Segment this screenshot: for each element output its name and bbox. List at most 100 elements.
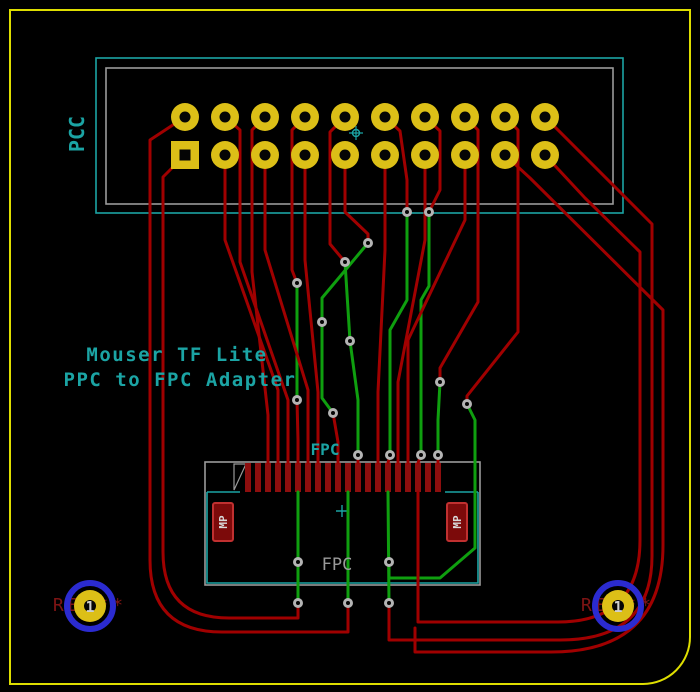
via[interactable]	[328, 408, 338, 418]
pth-pad[interactable]	[371, 103, 399, 131]
trace-front-copper[interactable]	[413, 153, 665, 654]
via-group	[292, 207, 472, 608]
fpc-pad[interactable]	[315, 463, 321, 492]
board-title-line1[interactable]: Mouser TF Lite	[86, 344, 267, 366]
via[interactable]	[424, 207, 434, 217]
via[interactable]	[340, 257, 350, 267]
fpc-pad[interactable]	[325, 463, 331, 492]
pth-pad[interactable]	[171, 103, 199, 131]
trace-back-copper[interactable]	[388, 210, 409, 457]
via[interactable]	[402, 207, 412, 217]
pcc-fab-outline[interactable]	[105, 67, 614, 205]
fpc-pad[interactable]	[405, 463, 411, 492]
board-outline[interactable]	[9, 9, 691, 685]
trace-front-copper[interactable]	[376, 153, 387, 465]
mp-pad[interactable]	[446, 502, 468, 542]
fpc-pad[interactable]	[355, 463, 361, 492]
pth-pad[interactable]	[491, 103, 519, 131]
via[interactable]	[293, 598, 303, 608]
pcc-connector-label[interactable]: PCC	[65, 116, 89, 152]
fpc-pad[interactable]	[395, 463, 401, 492]
via[interactable]	[343, 598, 353, 608]
via[interactable]	[363, 238, 373, 248]
fpc-pad[interactable]	[275, 463, 281, 492]
trace-front-copper[interactable]	[406, 153, 467, 465]
pth-pad[interactable]	[491, 141, 519, 169]
via[interactable]	[293, 557, 303, 567]
via[interactable]	[462, 399, 472, 409]
trace-back-copper[interactable]	[436, 380, 442, 457]
via[interactable]	[292, 278, 302, 288]
mounting-hole[interactable]	[592, 580, 644, 632]
via[interactable]	[292, 395, 302, 405]
fpc-pad[interactable]	[265, 463, 271, 492]
fpc-pad[interactable]	[375, 463, 381, 492]
pth-pad[interactable]	[251, 141, 279, 169]
trace-front-copper[interactable]	[223, 153, 280, 465]
pth-pad[interactable]	[411, 141, 439, 169]
fpc-pad[interactable]	[365, 463, 371, 492]
pth-pad[interactable]	[411, 103, 439, 131]
pth-pad[interactable]	[451, 141, 479, 169]
via[interactable]	[353, 450, 363, 460]
trace-front-copper[interactable]	[303, 153, 320, 465]
via[interactable]	[435, 377, 445, 387]
mounting-hole[interactable]	[64, 580, 116, 632]
pth-pad[interactable]	[331, 141, 359, 169]
via[interactable]	[385, 450, 395, 460]
pth-pad[interactable]	[371, 141, 399, 169]
mp-pad[interactable]	[212, 502, 234, 542]
trace-front-copper[interactable]	[295, 398, 300, 465]
via[interactable]	[384, 598, 394, 608]
pad-hole	[419, 111, 431, 123]
trace-front-copper[interactable]	[161, 153, 300, 620]
board-title-line2[interactable]: PPC to FPC Adapter	[64, 369, 297, 391]
fpc-pad[interactable]	[305, 463, 311, 492]
pth-pad[interactable]	[291, 141, 319, 169]
trace-front-copper[interactable]	[328, 115, 347, 264]
pth-pad[interactable]	[171, 141, 199, 169]
pcc-silkscreen-outline[interactable]	[95, 57, 624, 214]
trace-front-copper[interactable]	[148, 115, 350, 634]
pth-pad[interactable]	[211, 103, 239, 131]
back-copper-traces	[295, 210, 477, 605]
fpc-pad[interactable]	[345, 463, 351, 492]
trace-back-copper[interactable]	[419, 210, 431, 457]
mounting-holes	[64, 580, 644, 632]
fpc-pad[interactable]	[425, 463, 431, 492]
pth-pad[interactable]	[451, 103, 479, 131]
trace-back-copper[interactable]	[386, 490, 391, 605]
fpc-fab-label[interactable]: FPC	[322, 555, 353, 575]
trace-back-copper[interactable]	[343, 260, 360, 457]
trace-front-copper[interactable]	[416, 153, 642, 624]
fpc-silkscreen-outline[interactable]	[206, 492, 479, 584]
via[interactable]	[384, 557, 394, 567]
trace-front-copper[interactable]	[396, 153, 427, 465]
pth-pad[interactable]	[331, 103, 359, 131]
fpc-pad[interactable]	[285, 463, 291, 492]
fpc-pad[interactable]	[245, 463, 251, 492]
fpc-pad[interactable]	[255, 463, 261, 492]
pth-pad[interactable]	[211, 141, 239, 169]
pth-pad[interactable]	[251, 103, 279, 131]
via[interactable]	[433, 450, 443, 460]
fpc-pad[interactable]	[335, 463, 341, 492]
via[interactable]	[345, 336, 355, 346]
via[interactable]	[317, 317, 327, 327]
trace-front-copper[interactable]	[331, 411, 340, 465]
pth-pad[interactable]	[531, 103, 559, 131]
pth-pad[interactable]	[291, 103, 319, 131]
via[interactable]	[416, 450, 426, 460]
trace-front-copper[interactable]	[263, 153, 310, 465]
trace-front-copper[interactable]	[387, 115, 654, 642]
fpc-silk-label[interactable]: FPC	[311, 440, 340, 459]
fpc-pad[interactable]	[435, 463, 441, 492]
fpc-pad[interactable]	[385, 463, 391, 492]
trace-back-copper[interactable]	[387, 402, 477, 580]
fpc-pad[interactable]	[295, 463, 301, 492]
pth-pad[interactable]	[531, 141, 559, 169]
fpc-fab-outline[interactable]	[204, 461, 481, 586]
fpc-pad[interactable]	[415, 463, 421, 492]
